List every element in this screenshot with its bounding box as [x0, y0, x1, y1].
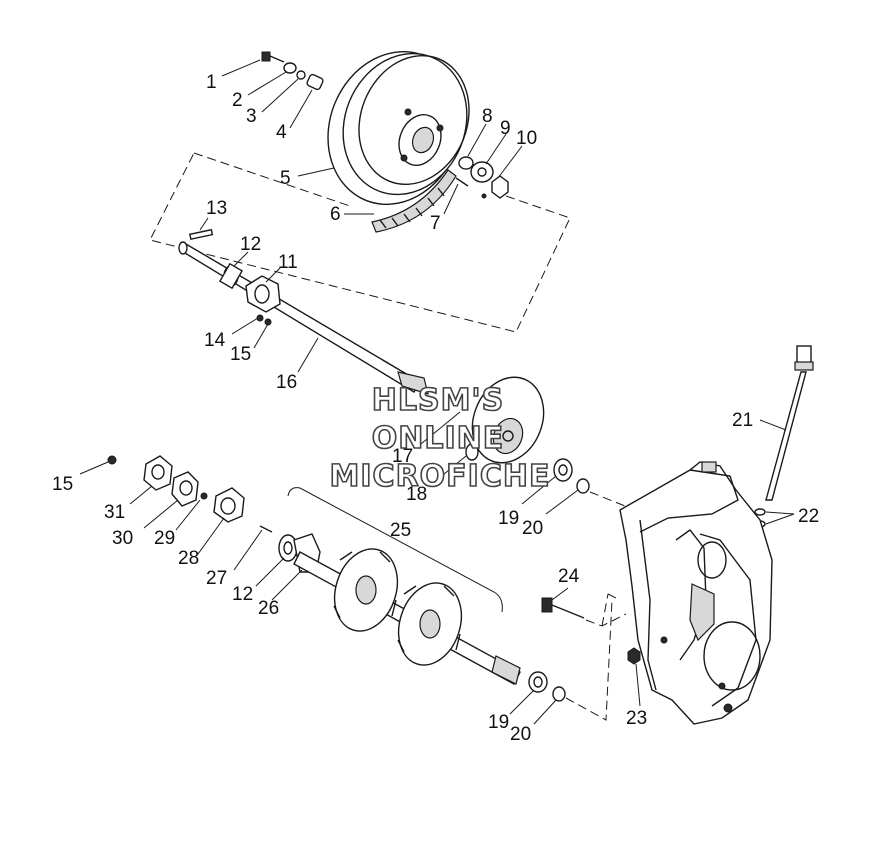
callout-19-upper: 19: [498, 508, 519, 529]
callout-24: 24: [558, 566, 580, 587]
callout-21: 21: [732, 410, 753, 431]
bolt-1: [261, 51, 285, 63]
assembly-outline-upper: [149, 152, 571, 333]
callout-26: 26: [258, 598, 279, 619]
callout-22: 22: [798, 506, 819, 527]
callout-23: 23: [626, 708, 647, 729]
callout-10: 10: [516, 128, 537, 149]
nut-10: [491, 175, 509, 199]
callout-4: 4: [276, 122, 287, 143]
callout-9: 9: [500, 118, 511, 139]
pin-7: [455, 177, 469, 187]
washer-29: [200, 492, 208, 500]
callout-20-upper: 20: [522, 518, 543, 539]
callout-15-upper: 15: [230, 344, 251, 365]
key-13: [188, 228, 214, 241]
nut-15-lower: [107, 455, 117, 465]
callout-11: 11: [278, 252, 298, 273]
seal-19-lower: [528, 671, 548, 693]
callout-13: 13: [206, 198, 227, 219]
screw-27: [259, 525, 273, 533]
callout-17: 17: [392, 446, 413, 467]
callout-28: 28: [178, 548, 199, 569]
chaincase-housing: [619, 461, 773, 725]
bracket-25: [287, 487, 503, 613]
bearing-12-lower: [278, 534, 298, 562]
leader-dash-bolt: [585, 593, 627, 627]
leader-dash-upper: [589, 491, 631, 509]
oring-20-lower: [552, 686, 566, 702]
bolt-24: [541, 597, 585, 619]
washer-8: [458, 156, 474, 170]
watermark-line-3: MICROFICHE: [330, 459, 551, 494]
callout-1: 1: [206, 72, 217, 93]
callout-20-lower: 20: [510, 724, 531, 745]
washer-18: [465, 443, 479, 461]
plate-31: [143, 455, 173, 491]
leader-lines: [79, 59, 795, 725]
driveshaft-25: [293, 548, 521, 685]
chain-6: [371, 169, 457, 233]
callout-6: 6: [330, 204, 341, 225]
callout-14: 14: [204, 330, 226, 351]
callout-7: 7: [430, 213, 441, 234]
track-sprocket-right: [397, 582, 463, 666]
washer-2: [283, 62, 297, 74]
callout-15-lower: 15: [52, 474, 73, 495]
callout-16: 16: [276, 372, 297, 393]
watermark-line-1: HLSM'S: [372, 383, 504, 418]
spacer-4: [306, 73, 324, 91]
watermark: HLSM'S ONLINE MICROFICHE: [329, 382, 551, 495]
bolt-14: [256, 314, 264, 322]
sprocket-17: [471, 376, 545, 464]
callout-29: 29: [154, 528, 175, 549]
pulley-5: [327, 50, 470, 206]
callout-31: 31: [104, 502, 125, 523]
washer-9: [470, 161, 494, 183]
callout-25: 25: [390, 520, 411, 541]
washer-3: [296, 70, 306, 80]
callout-2: 2: [232, 90, 243, 111]
callout-12-lower: 12: [232, 584, 253, 605]
watermark-line-2: ONLINE: [372, 421, 505, 456]
nut-15-upper: [264, 318, 272, 326]
callout-5: 5: [280, 168, 291, 189]
callout-18: 18: [406, 484, 427, 505]
plate-30: [171, 471, 199, 507]
shaft-16: [178, 241, 429, 395]
track-sprocket-left: [333, 548, 399, 632]
seal-19-upper: [553, 458, 573, 482]
bearing-12-upper: [218, 262, 244, 290]
leader-dash-lower: [565, 599, 613, 721]
callout-3: 3: [246, 106, 257, 127]
callout-labels: 1 2 3 4 5 6 7 8 9 10 11 12 13 14 15 16 1…: [52, 72, 819, 745]
nut-23: [627, 647, 641, 665]
oring-20-upper: [576, 478, 590, 494]
callout-27: 27: [206, 568, 227, 589]
callout-30: 30: [112, 528, 133, 549]
screw-small: [481, 193, 487, 199]
callout-12-upper: 12: [240, 234, 261, 255]
callout-8: 8: [482, 106, 493, 127]
callout-19-lower: 19: [488, 712, 509, 733]
flange-11: [245, 275, 281, 313]
dipstick-21: [765, 345, 814, 501]
flange-28: [213, 487, 245, 523]
